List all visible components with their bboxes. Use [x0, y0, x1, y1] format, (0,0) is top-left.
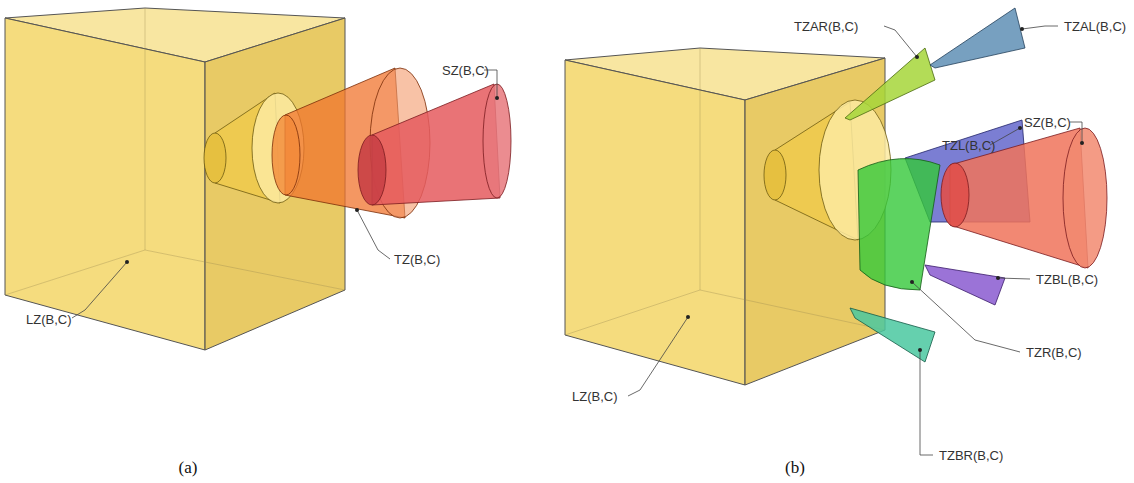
cube-left-face: [565, 60, 745, 385]
leader-dot: [686, 315, 690, 319]
cone-cap: [941, 163, 969, 227]
callout-label: TZBR(B,C): [937, 448, 1005, 463]
leader-dot: [1018, 126, 1022, 130]
panel-a: [5, 8, 511, 350]
cone-cap: [272, 115, 300, 195]
panel-caption: (a): [177, 458, 200, 477]
cone-cap: [358, 135, 386, 205]
leader-line: [912, 282, 1020, 352]
hidden-edge: [700, 48, 701, 290]
callout-label: TZL(B,C): [940, 138, 997, 153]
leader-line: [1070, 122, 1082, 143]
leader-line: [357, 210, 390, 259]
cone-cap: [204, 133, 226, 183]
leader-line: [920, 350, 933, 455]
panel-caption: (b): [783, 458, 807, 477]
leader-line: [72, 262, 127, 318]
callout-label: TZ(B,C): [392, 252, 442, 267]
hidden-edge: [145, 250, 345, 290]
leader-dot: [918, 348, 922, 352]
callout-label: TZAL(B,C): [1062, 19, 1128, 34]
leader-dot: [996, 276, 1000, 280]
callout-label: TZBL(B,C): [1034, 272, 1100, 287]
tzal-wedge: [930, 8, 1025, 68]
hidden-edge: [5, 250, 145, 295]
cone-cap: [764, 150, 786, 200]
callout-label: SZ(B,C): [1022, 115, 1073, 130]
leader-line: [998, 278, 1030, 279]
callout-label: TZR(B,C): [1024, 345, 1084, 360]
leader-dot: [495, 96, 499, 100]
leader-line: [884, 26, 917, 57]
leader-dot: [1020, 27, 1024, 31]
leader-line: [1022, 26, 1058, 29]
leader-dot: [910, 280, 914, 284]
callout-label: SZ(B,C): [440, 63, 491, 78]
leader-dot: [1080, 141, 1084, 145]
callout-label: LZ(B,C): [570, 389, 620, 404]
cone-rim: [483, 84, 511, 198]
leader-dot: [125, 260, 129, 264]
panel-b: [565, 8, 1107, 455]
leader-line: [628, 317, 688, 396]
tzar-wedge: [845, 48, 935, 120]
leader-dot: [915, 55, 919, 59]
callout-label: TZAR(B,C): [792, 19, 860, 34]
callout-label: LZ(B,C): [24, 312, 74, 327]
cube-left-face: [5, 18, 205, 350]
tzbl-wedge: [925, 265, 1005, 305]
hidden-edge: [145, 8, 146, 250]
tzbr-wedge: [850, 308, 935, 362]
leader-dot: [355, 208, 359, 212]
hidden-edge: [565, 290, 700, 335]
red-cone: [372, 84, 500, 205]
cone-rim: [1063, 128, 1107, 268]
